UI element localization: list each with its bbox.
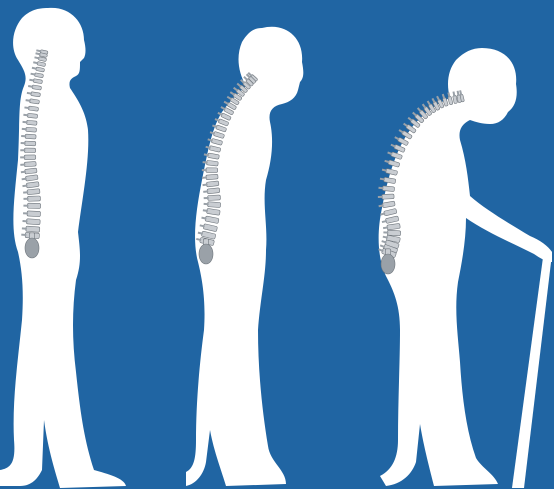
vertebra-process [22, 220, 27, 222]
vertebra-process [204, 197, 209, 199]
vertebra [24, 148, 35, 153]
vertebra [26, 120, 37, 125]
vertebra-process [22, 128, 27, 130]
vertebra [206, 168, 218, 173]
vertebra [26, 127, 37, 132]
vertebra-process [204, 203, 209, 205]
sacrum [199, 244, 213, 264]
vertebra [26, 219, 40, 225]
vertebra-process [23, 205, 28, 207]
vertebra-process [202, 169, 207, 171]
vertebra [25, 141, 36, 146]
vertebra-process [21, 234, 26, 236]
vertebra [207, 202, 220, 208]
vertebra [382, 194, 394, 199]
vertebra-process [23, 198, 28, 200]
vertebra-process [22, 227, 27, 229]
vertebra [27, 211, 41, 217]
vertebra [382, 186, 394, 192]
vertebra [387, 230, 401, 236]
vertebra [24, 155, 36, 160]
vertebra [24, 161, 36, 166]
vertebra [27, 196, 40, 201]
vertebra-process [378, 196, 383, 198]
sacrum [25, 238, 39, 258]
vertebra [25, 168, 37, 174]
vertebra-process [21, 135, 26, 137]
vertebra [27, 113, 38, 118]
vertebra-process [20, 156, 25, 158]
vertebra [206, 174, 218, 180]
vertebra [208, 195, 221, 200]
vertebra [26, 226, 40, 232]
vertebra [25, 134, 36, 139]
vertebra-process [21, 142, 26, 144]
vertebra [207, 188, 220, 194]
vertebra-process [20, 164, 25, 166]
vertebra [27, 189, 40, 195]
vertebra [206, 181, 219, 187]
vertebra-process [383, 231, 388, 233]
sacrum [381, 254, 395, 274]
vertebra-process [20, 149, 25, 151]
vertebra [27, 203, 40, 208]
vertebra [206, 160, 218, 166]
vertebra-process [23, 212, 28, 214]
vertebra-process [202, 176, 207, 178]
